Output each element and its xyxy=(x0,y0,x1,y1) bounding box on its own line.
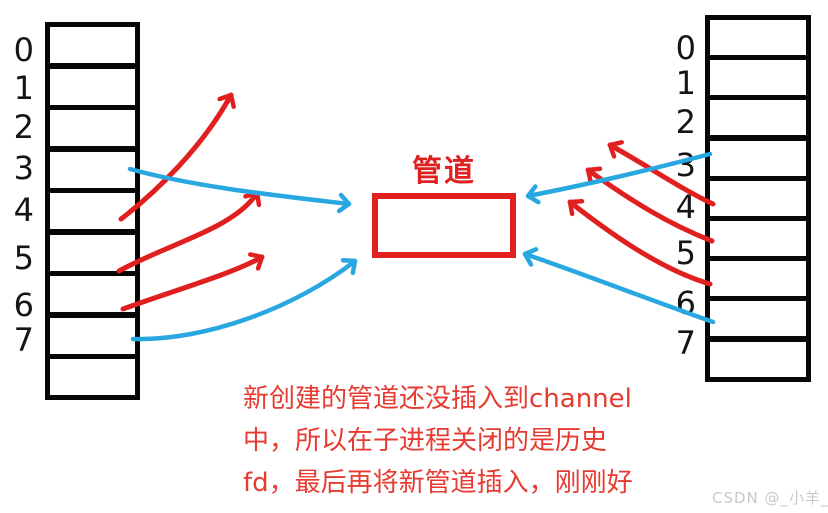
left-fd3-blue-arrow-to-pipe xyxy=(127,166,352,214)
fd-label-6: 6 xyxy=(13,286,34,324)
fd-row xyxy=(705,95,811,141)
fd-label-1: 1 xyxy=(675,64,696,102)
pipe-box xyxy=(372,193,516,258)
fd-row xyxy=(705,135,811,181)
note-text: 新创建的管道还没插入到channel 中，所以在子进程关闭的是历史 fd，最后再… xyxy=(243,378,633,504)
fd-row xyxy=(45,105,140,151)
fd-row xyxy=(705,256,811,302)
fd-label-7: 7 xyxy=(13,321,34,359)
fd-row xyxy=(45,354,140,400)
fd-label-6: 6 xyxy=(675,284,696,322)
fd-row xyxy=(705,15,811,60)
fd-row xyxy=(705,296,811,342)
fd-row xyxy=(45,312,140,359)
fd-label-4: 4 xyxy=(675,188,696,226)
fd-label-7: 7 xyxy=(675,324,696,362)
fd-row xyxy=(45,229,140,276)
fd-label-3: 3 xyxy=(13,149,34,187)
fd-row xyxy=(45,271,140,317)
left-fd7-blue-arrow-to-pipe xyxy=(130,257,358,342)
pipe-label: 管道 xyxy=(412,154,476,189)
fd-label-4: 4 xyxy=(13,191,34,229)
note-line: fd，最后再将新管道插入，刚刚好 xyxy=(243,468,633,498)
fd-label-1: 1 xyxy=(13,69,34,107)
fd-row xyxy=(705,55,811,101)
fd-label-2: 2 xyxy=(675,103,696,141)
fd-row xyxy=(705,216,811,261)
left-fd6-red-arrow xyxy=(120,252,265,312)
fd-row xyxy=(45,146,140,193)
fd-row xyxy=(45,188,140,234)
fd-row xyxy=(705,336,811,382)
fd-row xyxy=(45,22,140,68)
fd-label-0: 0 xyxy=(675,29,696,67)
fd-row xyxy=(45,63,140,110)
fd-label-0: 0 xyxy=(13,31,34,69)
fd-row xyxy=(705,175,811,221)
note-line: 新创建的管道还没插入到channel xyxy=(243,384,632,414)
fd-label-3: 3 xyxy=(675,146,696,184)
note-line: 中，所以在子进程关闭的是历史 xyxy=(243,426,608,456)
fd-label-2: 2 xyxy=(13,108,34,146)
fd-label-5: 5 xyxy=(675,234,696,272)
watermark: CSDN @_小羊_ xyxy=(712,489,828,507)
fd-label-5: 5 xyxy=(13,239,34,277)
